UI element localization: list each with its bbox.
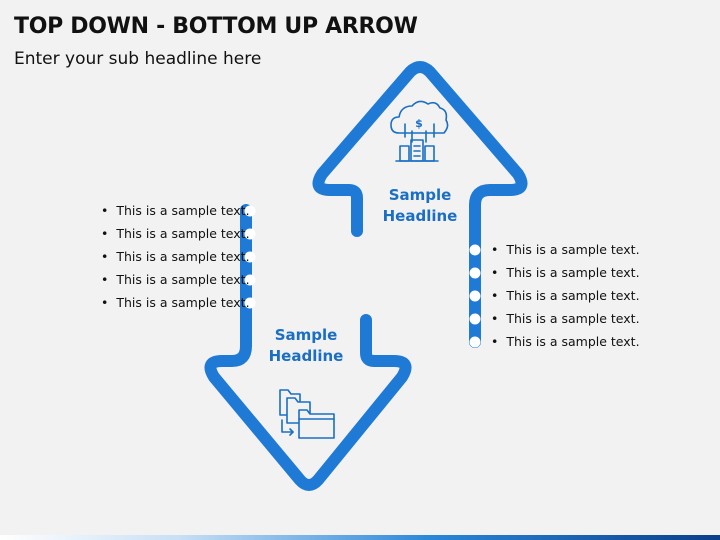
up-dot-2 [469,267,481,279]
down-arrow-headline: Sample Headline [256,325,356,367]
svg-text:$: $ [415,117,423,130]
list-item: This is a sample text. [491,238,639,261]
list-item: This is a sample text. [491,284,639,307]
up-arrow-dots [469,244,481,348]
page-subtitle: Enter your sub headline here [14,49,262,69]
list-item: This is a sample text. [101,291,249,314]
down-headline-line1: Sample [274,326,338,344]
up-arrow-bullet-list: This is a sample text. This is a sample … [491,238,639,353]
list-item: This is a sample text. [491,307,639,330]
up-headline-line1: Sample [388,186,452,204]
up-arrow-headline: Sample Headline [370,185,470,227]
list-item: This is a sample text. [101,199,249,222]
list-item: This is a sample text. [101,268,249,291]
page-title: TOP DOWN - BOTTOM UP ARROW [14,14,418,39]
up-headline-line2: Headline [382,207,458,225]
up-dot-5 [469,336,481,348]
list-item: This is a sample text. [491,330,639,353]
down-headline-line2: Headline [268,347,344,365]
up-dot-3 [469,290,481,302]
list-item: This is a sample text. [491,261,639,284]
cloud-money-buildings-icon: $ [390,100,449,162]
footer-accent-bar [0,535,720,540]
list-item: This is a sample text. [101,245,249,268]
up-dot-1 [469,244,481,256]
down-arrow-shape [204,204,412,491]
up-dot-4 [469,313,481,325]
folders-transfer-icon [279,389,335,439]
up-arrow-shape [312,61,528,348]
list-item: This is a sample text. [101,222,249,245]
down-arrow-bullet-list: This is a sample text. This is a sample … [101,199,249,314]
